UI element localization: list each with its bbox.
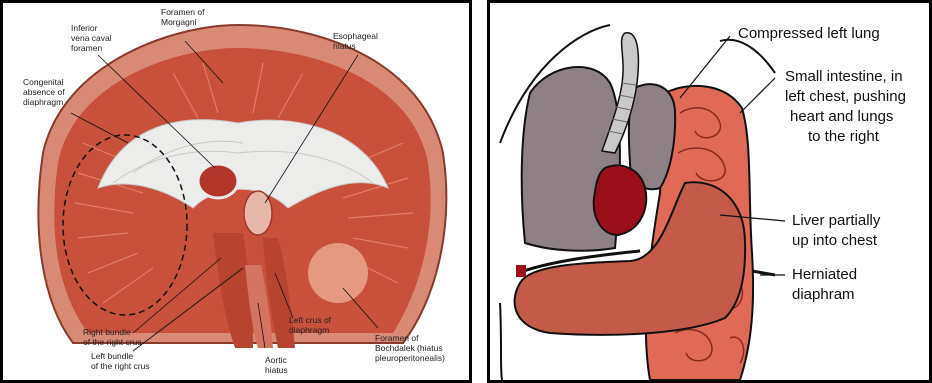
label-esophageal-hiatus: Esophageal hiatus — [333, 31, 380, 51]
diaphragm-anatomy-panel: Foramen of Morgagni Inferior vena caval … — [0, 0, 472, 383]
diaphragm-cut-left — [516, 265, 526, 277]
label-herniated: Herniated diaphram — [792, 266, 861, 303]
hernia-illustration: Compressed left lung Small intestine, in… — [490, 3, 929, 380]
label-congenital-absence: Congenital absence of diaphragm — [23, 77, 67, 107]
label-right-bundle: Right bundle of the right crus — [83, 327, 142, 347]
label-vena-caval: Inferior vena caval foramen — [71, 23, 114, 53]
label-left-bundle: Left bundle of the right crus — [91, 351, 150, 371]
body-side-left — [500, 303, 502, 380]
hernia-diagram-panel: Compressed left lung Small intestine, in… — [487, 0, 932, 383]
bochdalek-foramen — [308, 243, 368, 303]
label-liver: Liver partially up into chest — [792, 212, 885, 249]
label-small-intestine: Small intestine, in left chest, pushing … — [785, 68, 910, 145]
label-aortic-hiatus: Aortic hiatus — [265, 355, 289, 375]
label-foramen-morgagni: Foramen of Morgagni — [161, 7, 207, 27]
diaphragm-illustration: Foramen of Morgagni Inferior vena caval … — [3, 3, 469, 380]
label-compressed-lung: Compressed left lung — [738, 25, 880, 42]
label-foramen-bochdalek: Foramen of Bochdalek (hiatus pleuroperit… — [375, 333, 445, 363]
label-left-crus: Left crus of diaphragm — [289, 315, 333, 335]
body-outline-right — [720, 40, 775, 73]
vena-caval-foramen — [198, 164, 238, 198]
heart — [594, 165, 647, 235]
esophageal-hiatus — [244, 191, 272, 235]
